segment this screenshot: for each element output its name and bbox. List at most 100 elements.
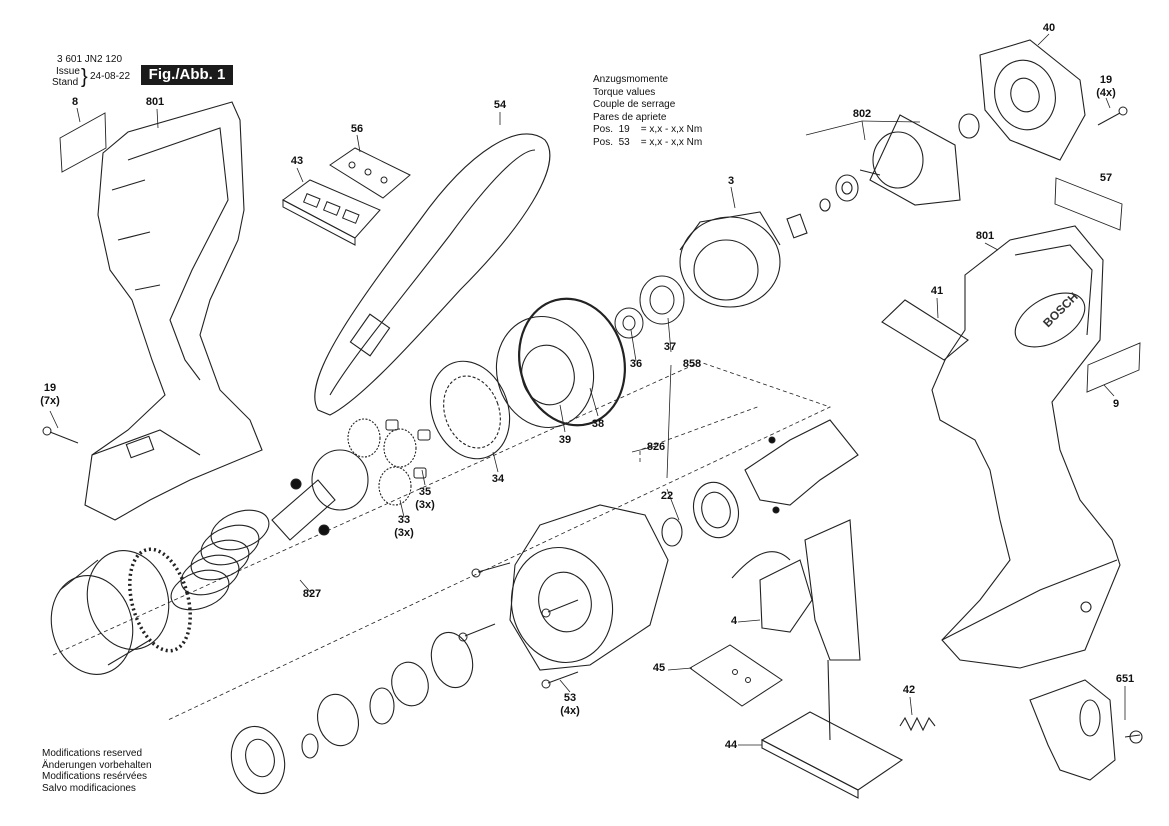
stator-3 [679, 211, 781, 308]
wrist-strap-54 [314, 133, 551, 416]
part-label-3: 3 [727, 175, 735, 187]
part-label-41: 41 [930, 285, 944, 297]
ball-ring [128, 547, 192, 653]
part-label-34: 34 [491, 473, 505, 485]
issue-brace: } [81, 66, 88, 88]
part-label-38: 38 [591, 418, 605, 430]
part-label-number: 33 [397, 514, 411, 526]
spindle-assembly [271, 449, 369, 541]
notice-line: Änderungen vorbehalten [42, 759, 152, 771]
part-label-40: 40 [1042, 22, 1056, 34]
part-label-827: 827 [302, 588, 322, 600]
planet-gears-33 [347, 418, 417, 506]
switch-keypad-43 [282, 179, 381, 246]
bearing-37 [639, 275, 685, 325]
part-label-quantity: (7x) [40, 395, 60, 407]
notice-line: Modifications reserved [42, 748, 143, 759]
part-label-42: 42 [902, 684, 916, 696]
part-label-quantity: (3x) [415, 499, 435, 511]
part-label-4: 4 [730, 615, 738, 627]
part-label-37: 37 [663, 341, 677, 353]
left-housing-half [84, 101, 263, 521]
part-label-number: 19 [1099, 74, 1113, 86]
insulator-41 [881, 299, 969, 361]
label-45 [689, 644, 783, 707]
part-label-801-left: 801 [145, 96, 165, 108]
trigger-switch-4 [731, 519, 861, 741]
modifications-notice: Modifications reserved Änderungen vorbeh… [42, 748, 152, 794]
housing-screws-53 [458, 562, 579, 689]
brand-on-housing: BOSCH [1040, 290, 1081, 331]
part-label-826: 826 [646, 441, 666, 453]
washer-36 [614, 307, 644, 339]
anvil [744, 419, 859, 514]
sleeve-826 [692, 481, 740, 539]
part-label-43: 43 [290, 155, 304, 167]
label-card-57 [1054, 177, 1123, 231]
gear-housing-858 [509, 504, 669, 671]
part-label-858: 858 [682, 358, 702, 370]
part-label-802: 802 [852, 108, 872, 120]
torque-values-block: Anzugsmomente Torque values Couple de se… [593, 74, 702, 149]
issue-date: 24-08-22 [90, 71, 131, 82]
label-card-9 [1086, 342, 1141, 393]
label-card-8 [59, 112, 107, 173]
torque-line: Anzugsmomente [593, 74, 669, 85]
part-label-56: 56 [350, 123, 364, 135]
o-ring-38 [518, 297, 626, 427]
gear-carrier-39 [495, 315, 595, 429]
part-label-quantity: (4x) [560, 705, 580, 717]
electronics-plate-44 [760, 711, 904, 799]
part-label-19-motor: 19 (4x) [1096, 74, 1116, 100]
battery-latch-651 [1029, 679, 1143, 781]
hammer-block [50, 550, 170, 675]
part-label-number: 53 [563, 692, 577, 704]
part-label-33: 33 (3x) [394, 514, 414, 540]
screw-19-housing [42, 426, 79, 444]
torque-line: Torque values [593, 86, 656, 98]
part-label-651: 651 [1115, 673, 1135, 685]
part-label-number: 35 [418, 486, 432, 498]
torque-line: Couple de serrage [593, 99, 676, 110]
ring-gear-34 [429, 360, 511, 460]
part-label-45: 45 [652, 662, 666, 674]
document-number: 3 601 JN2 120 [57, 54, 123, 65]
part-label-35: 35 (3x) [415, 486, 435, 512]
part-label-36: 36 [629, 358, 643, 370]
keypad-label-56 [329, 147, 411, 199]
right-housing-half [931, 225, 1121, 669]
part-label-44: 44 [724, 739, 738, 751]
stand-label: Stand [52, 77, 79, 88]
part-label-number: 19 [43, 382, 57, 394]
end-shield-40 [979, 39, 1086, 161]
part-label-801-right: 801 [975, 230, 995, 242]
chuck-parts [230, 631, 474, 795]
torque-pos-19: Pos. 19 = x,x - x,x Nm [593, 124, 703, 135]
notice-line: Modifications resérvées [42, 771, 148, 782]
leader-lines [49, 33, 1126, 746]
part-label-8: 8 [71, 96, 79, 108]
circlip-22 [661, 517, 683, 547]
hammer-springs [170, 509, 270, 611]
figure-badge: Fig./Abb. 1 [141, 65, 233, 85]
part-label-54: 54 [493, 99, 507, 111]
issue-label: Issue [56, 66, 80, 77]
part-label-22: 22 [660, 490, 674, 502]
assembly-guides [52, 361, 832, 721]
torque-pos-53: Pos. 53 = x,x - x,x Nm [593, 136, 703, 148]
part-label-57: 57 [1099, 172, 1113, 184]
spring-42 [899, 716, 936, 732]
part-label-9: 9 [1112, 398, 1120, 410]
part-label-39: 39 [558, 434, 572, 446]
part-label-53: 53 (4x) [560, 692, 580, 718]
part-label-quantity: (4x) [1096, 87, 1116, 99]
part-label-19-housing: 19 (7x) [40, 382, 60, 408]
rotor-assembly-802 [786, 113, 980, 239]
part-label-quantity: (3x) [394, 527, 414, 539]
screw-19-motor [1097, 106, 1128, 126]
notice-line: Salvo modificaciones [42, 782, 136, 794]
torque-line: Pares de apriete [593, 111, 667, 123]
planet-pins-35 [385, 419, 431, 479]
